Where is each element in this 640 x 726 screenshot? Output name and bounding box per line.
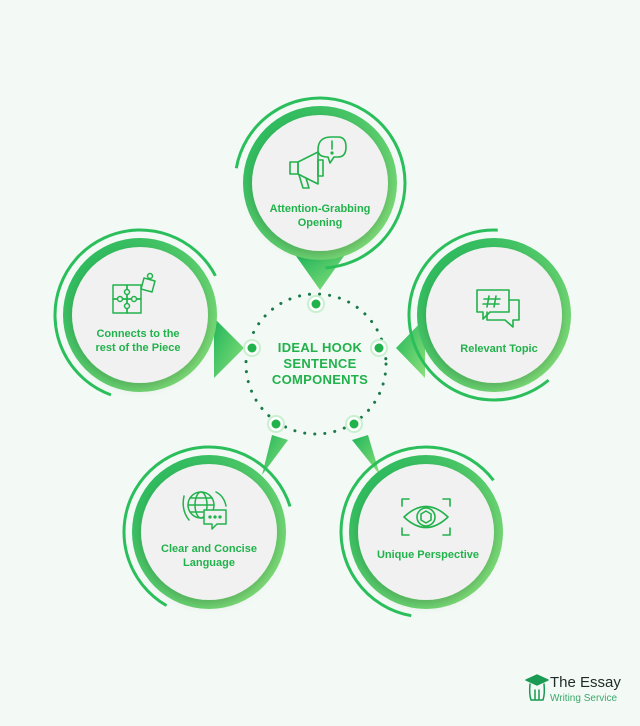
puzzle-icon <box>112 272 156 314</box>
hashtag-chat-icon <box>476 289 520 328</box>
node-clear <box>122 435 296 619</box>
node-attention <box>233 96 407 290</box>
node-label-relevant: Relevant Topic <box>460 343 538 355</box>
brand-name: The Essay <box>550 674 621 691</box>
node-label-attention: Attention-Grabbing Opening <box>269 203 371 229</box>
eye-icon <box>401 498 451 536</box>
node-label-connects: Connects to the rest of the Piece <box>95 328 181 354</box>
center-title: IDEAL HOOK SENTENCE COMPONENTS <box>271 340 369 387</box>
node-relevant <box>396 228 581 402</box>
node-unique <box>339 435 513 619</box>
globe-chat-icon <box>182 491 227 530</box>
node-connects <box>53 228 244 402</box>
node-label-unique: Unique Perspective <box>376 549 480 561</box>
center-dotted-ring <box>244 292 388 436</box>
megaphone-icon <box>289 136 347 189</box>
graduation-cap-icon <box>525 674 549 701</box>
brand-logo: The Essay Writing Service <box>522 672 640 712</box>
node-label-clear: Clear and Concise Language <box>161 543 257 569</box>
connector-dots <box>243 295 388 433</box>
brand-subtitle: Writing Service <box>550 693 618 704</box>
